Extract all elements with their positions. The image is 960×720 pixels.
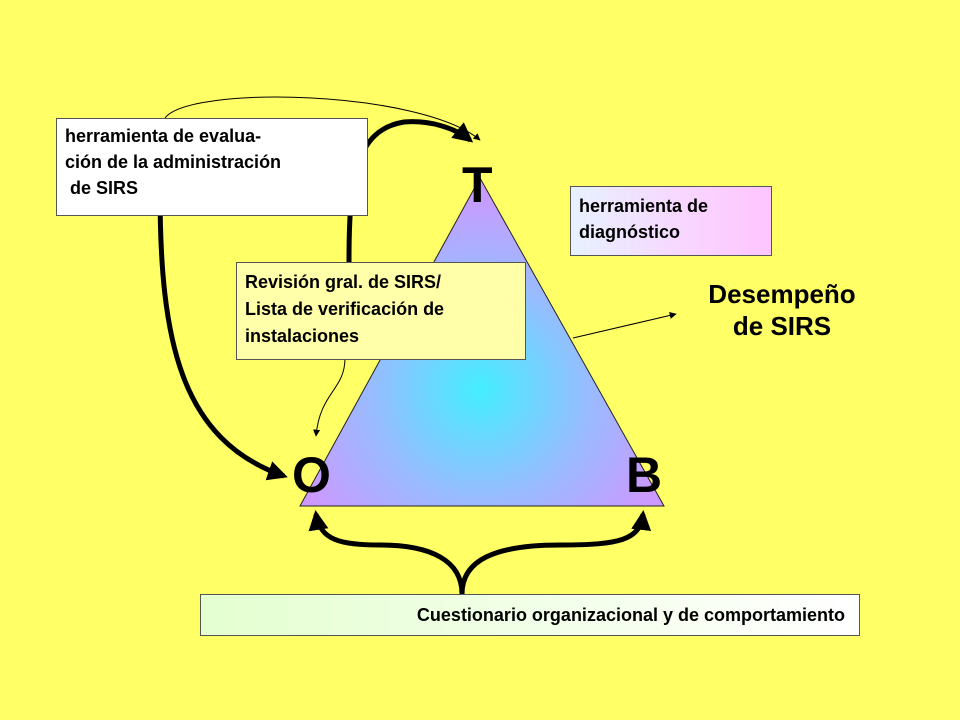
admin-evaluation-tool-box: herramienta de evalua- ción de la admini… — [56, 118, 368, 216]
admin-box-line-1: herramienta de evalua- — [65, 126, 262, 146]
performance-line-1: Desempeño — [708, 279, 856, 309]
review-box-line-3: instalaciones — [245, 326, 360, 346]
admin-box-line-2: ción de la administración — [65, 152, 282, 172]
diagnostic-box-line-2: diagnóstico — [579, 222, 681, 242]
review-checklist-box: Revisión gral. de SIRS/ Lista de verific… — [236, 262, 526, 360]
review-box-line-2: Lista de verificación de — [245, 299, 445, 319]
vertex-o-label: O — [292, 447, 331, 503]
arrow-admin-to-t — [164, 96, 481, 141]
arrow-to-performance — [572, 312, 677, 339]
arrow-review-to-o — [313, 357, 346, 437]
diagnostic-tool-box: herramienta de diagnóstico — [570, 186, 772, 256]
admin-box-line-3: de SIRS — [65, 178, 139, 198]
questionnaire-text: Cuestionario organizacional y de comport… — [416, 605, 845, 625]
performance-line-2: de SIRS — [732, 311, 832, 341]
arrow-quest-to-b — [459, 510, 652, 595]
arrow-quest-to-o — [308, 510, 465, 595]
vertex-b-label: B — [626, 447, 663, 503]
diagnostic-box-line-1: herramienta de — [579, 196, 709, 216]
performance-label: Desempeño de SIRS — [672, 278, 892, 342]
review-box-line-1: Revisión gral. de SIRS/ — [245, 272, 442, 292]
arrow-admin-to-o — [157, 189, 288, 481]
questionnaire-box: Cuestionario organizacional y de comport… — [200, 594, 860, 636]
vertex-t-label: T — [462, 157, 493, 213]
